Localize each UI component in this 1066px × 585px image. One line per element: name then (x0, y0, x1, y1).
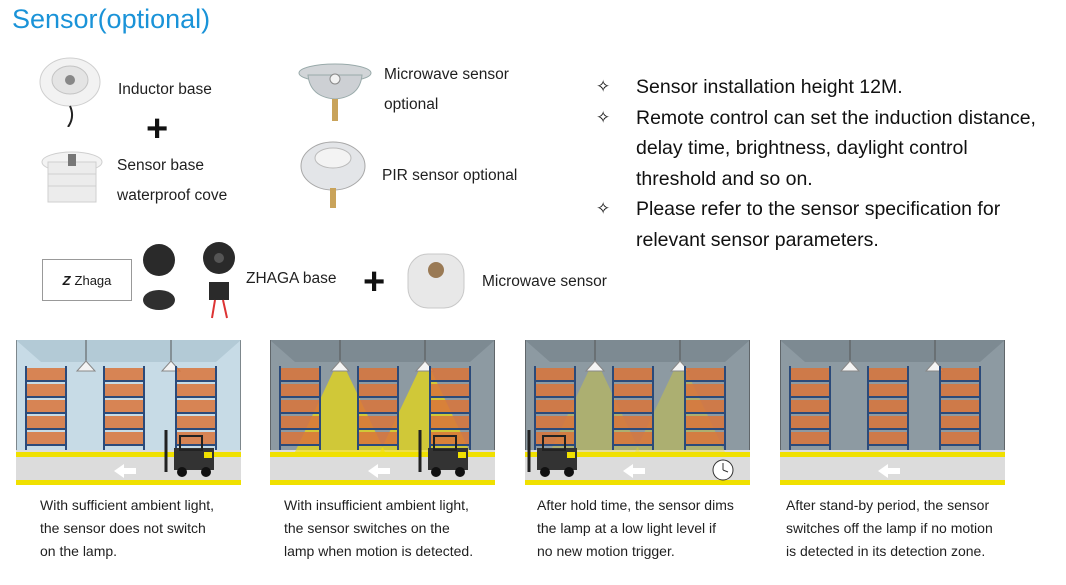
sensor-base-image (41, 151, 103, 203)
scenario-caption-4: After stand-by period, the sensor switch… (786, 494, 993, 563)
caption-line: After stand-by period, the sensor (786, 497, 990, 513)
star-bullet-icon: ✧ (596, 77, 611, 96)
caption-line: the sensor switches on the (284, 520, 450, 536)
arrow-left-icon (368, 464, 390, 478)
lamp-icon (75, 360, 97, 372)
zhaga-base-label: ZHAGA base (246, 270, 337, 287)
caption-line: on the lamp. (40, 543, 118, 559)
microwave-sensor-image (298, 63, 372, 121)
feature-item: ✧ Please refer to the sensor specificati… (596, 194, 1066, 255)
caption-line: With sufficient ambient light, (40, 497, 215, 513)
pir-sensor-image (300, 141, 366, 208)
scenario-caption-2: With insufficient ambient light, the sen… (284, 494, 473, 563)
feature-item: ✧ Remote control can set the induction d… (596, 103, 1066, 195)
lamp-icon (839, 360, 861, 372)
caption-line: no new motion trigger. (537, 543, 675, 559)
scenario-caption-3: After hold time, the sensor dims the lam… (537, 494, 734, 563)
caption-line: After hold time, the sensor dims (537, 497, 734, 513)
forklift-icon (527, 430, 577, 477)
title-main: Sensor (12, 4, 98, 34)
forklift-icon (418, 430, 468, 477)
scenario-panel-3 (525, 340, 750, 485)
title-paren: (optional) (97, 4, 211, 34)
feature-text: threshold and so on. (636, 167, 813, 190)
scenario-panel-2 (270, 340, 495, 485)
feature-text: Sensor installation height 12M. (636, 76, 903, 98)
sensor-base-label: Sensor base (117, 157, 205, 174)
caption-line: is detected in its detection zone. (786, 543, 986, 559)
light-beam (295, 370, 385, 452)
feature-text: Please refer to the sensor specification… (636, 198, 1001, 220)
light-beam (380, 370, 470, 452)
scenario-panel-4 (780, 340, 1005, 485)
forklift-icon (164, 430, 214, 477)
caption-line: With insufficient ambient light, (284, 497, 469, 513)
microwave-sensor-label: Microwave sensor (384, 66, 509, 83)
star-bullet-icon: ✧ (596, 107, 611, 127)
light-beam (550, 370, 640, 452)
feature-text: delay time, brightness, daylight control (636, 137, 968, 159)
zhaga-logo-text: Zhaga (74, 272, 112, 288)
page-title: Sensor(optional) (12, 4, 210, 35)
inductor-base-image (39, 57, 101, 127)
caption-line: switches off the lamp if no motion (786, 520, 993, 536)
feature-item: ✧ Sensor installation height 12M. (596, 72, 1066, 103)
scenario-caption-1: With sufficient ambient light, the senso… (40, 494, 214, 563)
arrow-left-icon (623, 464, 645, 478)
feature-list: ✧ Sensor installation height 12M. ✧ Remo… (596, 72, 1066, 255)
zhaga-microwave-image (407, 253, 465, 309)
lamp-icon (329, 360, 351, 372)
sensor-base-label-2: waterproof cove (117, 187, 228, 204)
feature-text: Remote control can set the induction dis… (636, 106, 1036, 129)
zhaga-microwave-label: Microwave sensor (482, 273, 607, 290)
caption-line: lamp when motion is detected. (284, 543, 474, 559)
star-bullet-icon: ✧ (596, 199, 611, 218)
arrow-left-icon (878, 464, 900, 478)
plus-sign-2: + (363, 261, 386, 303)
pir-sensor-label: PIR sensor optional (382, 167, 518, 184)
arrow-left-icon (114, 464, 136, 478)
caption-line: the sensor does not switch (40, 520, 206, 536)
plus-sign-1: + (146, 108, 169, 150)
caption-line: the lamp at a low light level if (537, 520, 716, 536)
microwave-sensor-label-2: optional (384, 96, 439, 113)
feature-text: relevant sensor parameters. (636, 228, 879, 251)
lamp-icon (584, 360, 606, 372)
light-beam (635, 370, 725, 452)
inductor-base-label: Inductor base (118, 81, 212, 98)
scenario-panel-1 (16, 340, 241, 485)
zhaga-base-image (143, 242, 235, 319)
